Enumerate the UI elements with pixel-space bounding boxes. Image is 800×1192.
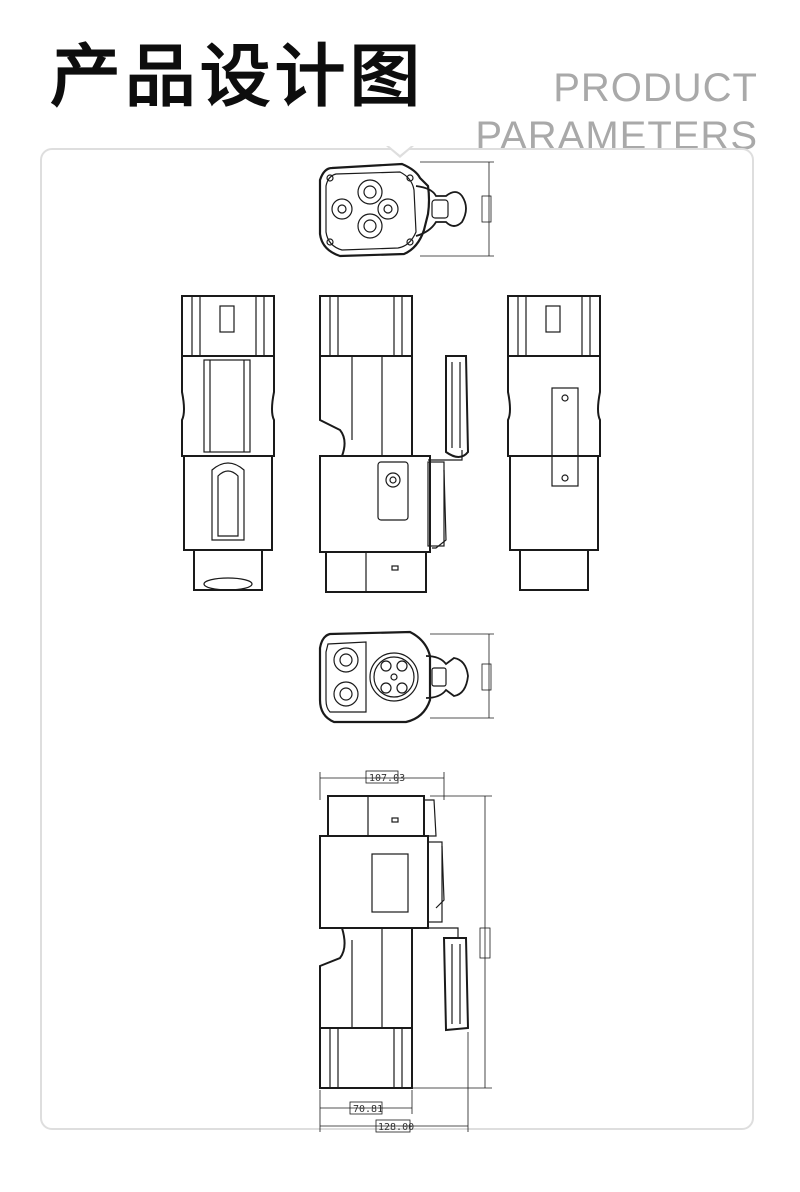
- page-title: 产品设计图: [50, 38, 425, 117]
- side-width-label: 107.03: [369, 773, 405, 784]
- total-width-label: 128.00: [378, 1122, 414, 1133]
- right-elevation-view: [507, 295, 601, 591]
- top-face-view: [318, 161, 494, 258]
- subtitle-line-1: PRODUCT: [553, 66, 758, 110]
- center-elevation-view: [319, 295, 470, 593]
- left-elevation-view: [181, 295, 275, 591]
- body-width-label: 70.81: [353, 1104, 383, 1115]
- dimensioned-side-view: 107.03: [319, 770, 492, 1133]
- card-notch-inner: [389, 146, 411, 155]
- drawing-card: [40, 148, 754, 1130]
- bottom-face-view: [318, 630, 494, 724]
